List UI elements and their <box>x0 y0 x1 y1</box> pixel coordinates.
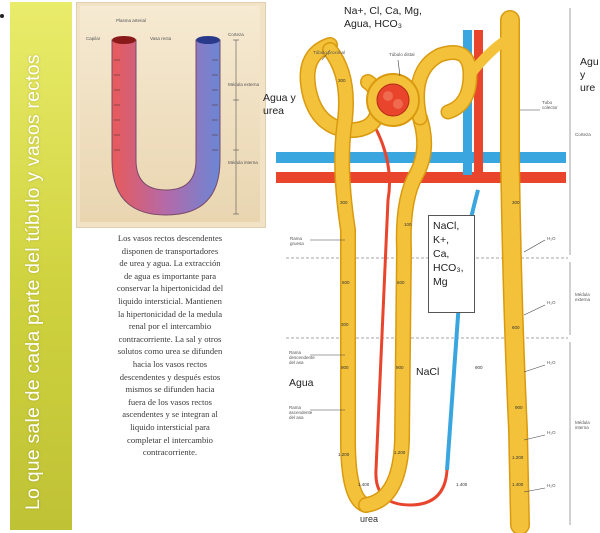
label-h2o: H₂O <box>547 300 556 305</box>
osmolarity-value: 1.200 <box>512 455 523 460</box>
glomerulus <box>377 84 409 116</box>
osmolarity-value: 1.400 <box>512 482 523 487</box>
label-agua-urea-left: Agua y urea <box>263 92 296 118</box>
label-rama-gruesa: Rama gruesa <box>290 236 304 246</box>
label-tubulo-distal: Túbulo distal <box>389 52 415 57</box>
osmolarity-value: 300 <box>341 322 349 327</box>
label-h2o: H₂O <box>547 483 556 488</box>
osmolarity-value: 300 <box>340 200 348 205</box>
label-h2o: H₂O <box>547 360 556 365</box>
osmolarity-value: 300 <box>338 78 346 83</box>
osmolarity-value: 1.200 <box>394 450 405 455</box>
label-h2o: H₂O <box>547 430 556 435</box>
label-medula-interna: Médula interna <box>575 420 590 430</box>
label-corteza: Corteza <box>575 132 591 137</box>
label-h2o: H₂O <box>547 236 556 241</box>
osmolarity-value: 600 <box>397 280 405 285</box>
label-tubo-colector: Tubo colector <box>542 100 558 110</box>
label-medula-externa: Médula externa <box>575 292 590 302</box>
glomerulus-capillary <box>383 91 393 101</box>
label-rama-ascendente: Rama ascendente del asa <box>289 405 312 420</box>
label-tubulo-proximal: Túbulo proximal <box>313 50 345 55</box>
osmolarity-value: 300 <box>512 200 520 205</box>
osmolarity-value: 600 <box>512 325 520 330</box>
label-top-ions: Na+, Cl, Ca, Mg, Agua, HCO₃ <box>344 5 422 31</box>
osmolarity-value: 100 <box>404 222 412 227</box>
osmolarity-value: 900 <box>475 365 483 370</box>
label-rama-descendente: Rama descendente del asa <box>289 350 315 365</box>
descending-limb <box>330 50 366 505</box>
osmolarity-value: 900 <box>341 365 349 370</box>
glomerulus-capillary <box>393 99 403 109</box>
label-agua-bottom: Agua <box>289 377 314 390</box>
solutes-box: NaCl, K+, Ca, HCO₃, Mg <box>428 215 475 313</box>
osmolarity-value: 1.400 <box>358 482 369 487</box>
osmolarity-value: 900 <box>515 405 523 410</box>
osmolarity-value: 900 <box>396 365 404 370</box>
vertical-artery-top <box>474 30 483 175</box>
label-agua-urea-right: Agu y ure <box>580 56 599 95</box>
label-nacl: NaCl <box>416 366 439 379</box>
zone-boundaries <box>286 258 568 338</box>
osmolarity-value: 1.200 <box>338 452 349 457</box>
osmolarity-value: 1.400 <box>456 482 467 487</box>
collecting-duct <box>510 20 520 525</box>
label-urea-bottom: urea <box>360 514 378 524</box>
osmolarity-value: 600 <box>342 280 350 285</box>
